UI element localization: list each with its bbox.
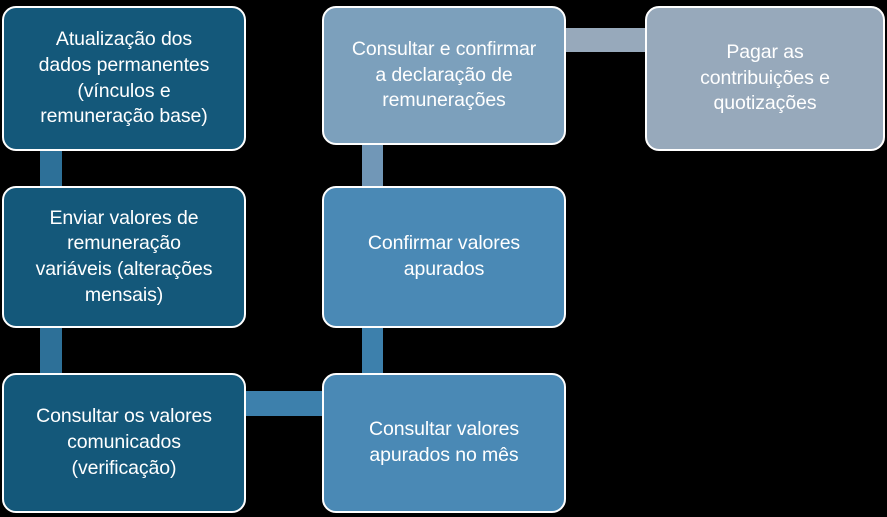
node-consultar-valores-apurados-mes[interactable]: Consultar valores apurados no mês [322,373,566,513]
node-label: Atualização dos dados permanentes (víncu… [38,28,210,128]
node-label: Pagar as contribuições e quotizações [700,40,830,115]
connector-col2-row1-to-row2 [362,138,383,188]
connector-col1-row2-to-row3 [40,325,62,377]
connector-col2-row2-to-row3 [362,325,383,377]
node-atualizacao-dados-permanentes[interactable]: Atualização dos dados permanentes (víncu… [2,6,246,151]
node-consultar-valores-comunicados[interactable]: Consultar os valores comunicados (verifi… [2,373,246,513]
node-consultar-confirmar-declaracao[interactable]: Consultar e confirmar a declaração de re… [322,6,566,145]
node-label: Consultar e confirmar a declaração de re… [351,37,537,112]
node-pagar-contribuicoes-quotizacoes[interactable]: Pagar as contribuições e quotizações [645,6,885,151]
node-label: Confirmar valores apurados [367,232,521,280]
connector-col1-row1-to-row2 [40,140,62,188]
node-confirmar-valores-apurados[interactable]: Confirmar valores apurados [322,186,566,328]
node-label: Consultar valores apurados no mês [368,418,520,466]
connector-row1-col2-to-col3 [556,28,654,52]
node-label: Enviar valores de remuneração variáveis … [35,206,213,306]
connector-row3-col1-to-col2 [232,391,334,416]
node-label: Consultar os valores comunicados (verifi… [36,405,212,479]
node-enviar-valores-remuneracao-variaveis[interactable]: Enviar valores de remuneração variáveis … [2,186,246,328]
